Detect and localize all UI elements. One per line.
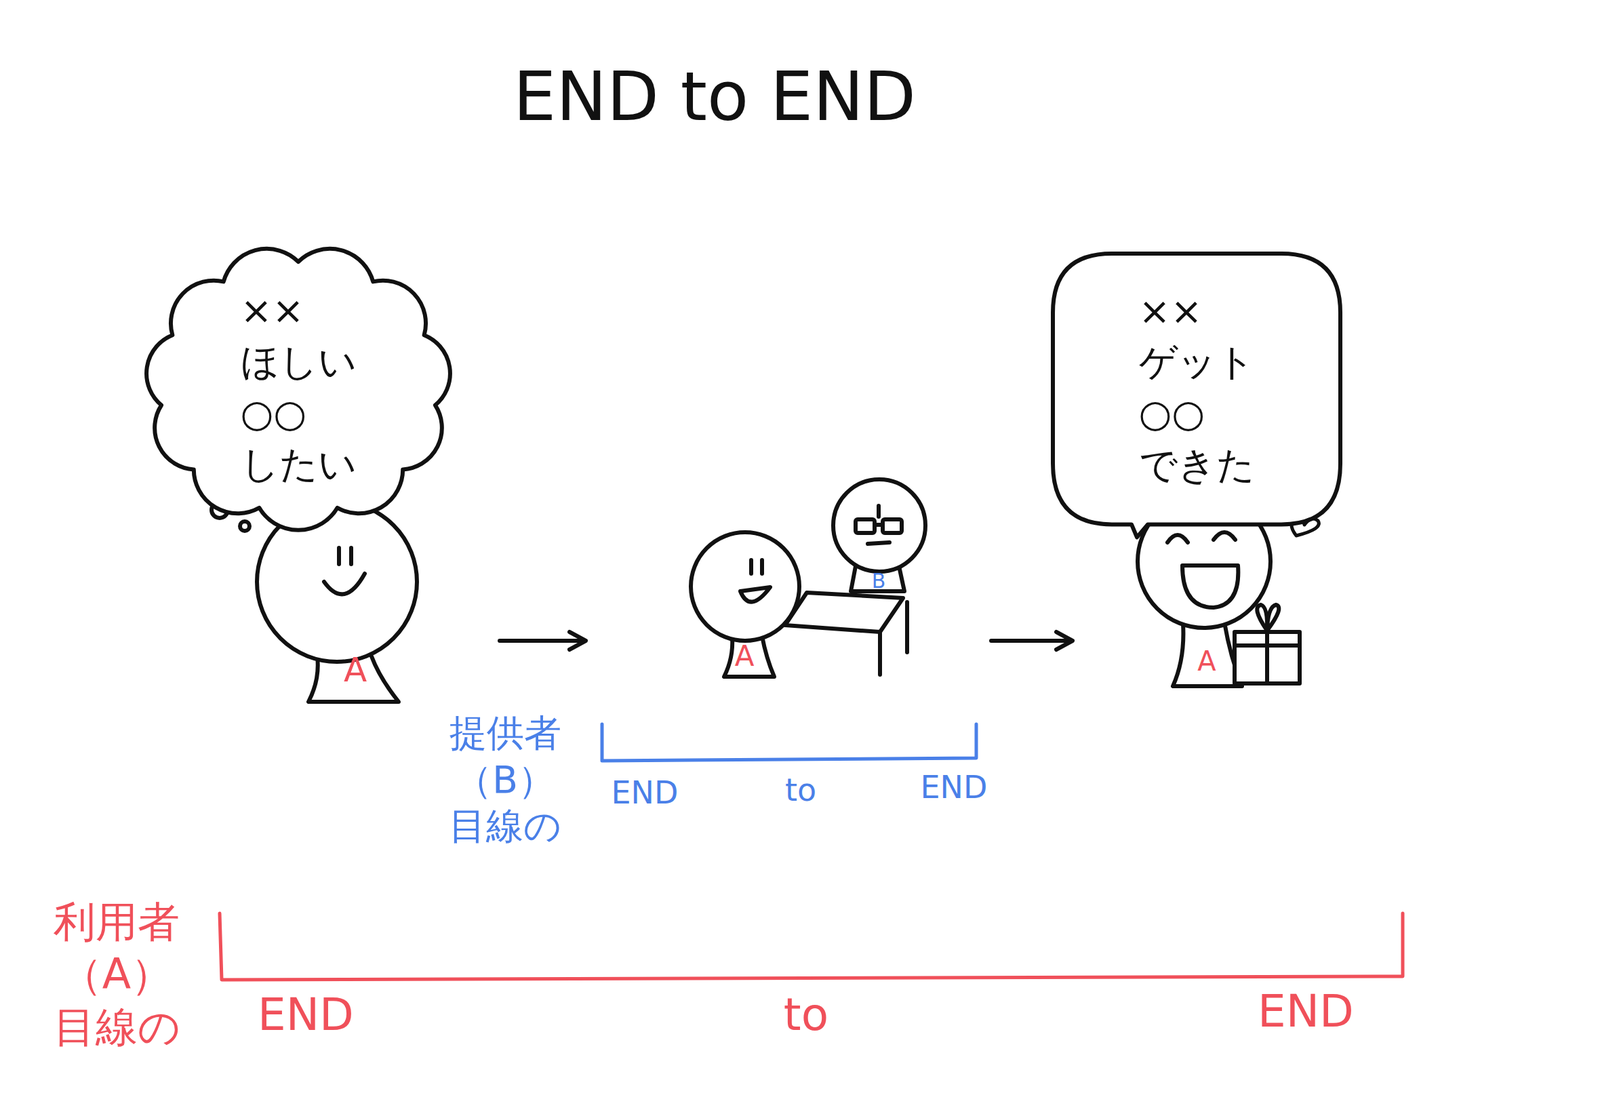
counter-desk [785,592,908,675]
node-outline [142,244,455,531]
user-bracket [219,913,1403,980]
span-label: END [611,774,679,812]
node-text: ××ゲット ○○できた [1138,285,1255,491]
span-label: END [257,987,354,1042]
thought-dot [240,521,250,531]
span-label: to [785,771,817,809]
person-tag: A [1197,644,1216,678]
person-tag: A [343,649,367,691]
diagram-title: END to END [513,56,916,138]
span-label: END [920,768,988,807]
person-tag: A [734,639,755,674]
viewpoint-label: 利用者 （A） 目線の [53,895,181,1054]
thought-cloud: ××ほしい ○○したい [142,244,455,531]
span-label: END [1257,984,1354,1038]
span-label: to [783,987,829,1042]
outline-path [1052,253,1341,537]
node-text: ××ほしい ○○したい [240,284,357,490]
person-a-figure [690,532,800,677]
provider-bracket [602,724,977,761]
flow-arrow [991,631,1073,650]
flow-arrow [499,631,586,650]
outline-path [146,248,451,531]
gift-box [1234,604,1300,684]
speech-bubble: ××ゲット ○○できた [1050,251,1343,539]
person-tag: B [871,568,887,594]
person-a-figure [256,501,417,702]
viewpoint-label: 提供者 （B） 目線の [448,709,562,850]
